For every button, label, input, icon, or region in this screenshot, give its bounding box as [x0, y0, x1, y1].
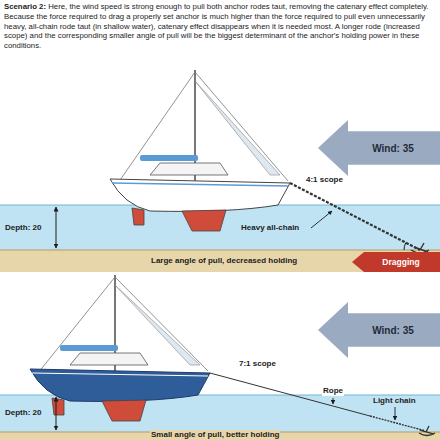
- leader-line: [395, 407, 396, 420]
- sail-cover: [140, 155, 198, 161]
- leader-line: [311, 211, 332, 228]
- title: Scenario 2:: [4, 2, 46, 11]
- rope-rode: [210, 373, 370, 416]
- wind-arrow: Wind: 35: [318, 302, 440, 358]
- arrow-body: [318, 120, 440, 176]
- rudder: [132, 208, 144, 225]
- depth-arrow: [56, 397, 57, 430]
- furled-jib: [195, 81, 280, 175]
- annotation-label: 7:1 scope: [238, 359, 277, 369]
- arrow-label: Wind: 35: [372, 143, 414, 154]
- seabed: [0, 250, 440, 272]
- cabin: [70, 353, 148, 365]
- annotation-label: Depth: 20: [4, 408, 42, 418]
- caption-paragraph: Scenario 2: Here, the wind speed is stro…: [4, 2, 436, 51]
- cabin: [150, 163, 228, 175]
- water: [0, 395, 440, 432]
- annotation-label: Light chain: [372, 396, 417, 406]
- anchor: [411, 243, 429, 253]
- annotation-label: Large angle of pull, decreased holding: [150, 256, 298, 266]
- leader-line: [333, 398, 334, 404]
- annotation-label: Heavy all-chain: [240, 223, 300, 233]
- arrow-label: Dragging: [382, 257, 419, 267]
- arrow-label-box: Wind: 35: [318, 302, 440, 358]
- annotation-label: Rope: [322, 386, 344, 396]
- wind-arrow: Wind: 35: [318, 120, 440, 176]
- hull: [110, 179, 290, 211]
- arrow-label: Wind: 35: [372, 325, 414, 336]
- all-chain-rode: [290, 183, 420, 250]
- anchor: [419, 426, 435, 436]
- arrow-body: [318, 302, 440, 358]
- annotation-label: Small angle of pull, better holding: [150, 430, 280, 440]
- angle-arc: [404, 243, 406, 250]
- dragging-arrow: Dragging: [352, 252, 440, 272]
- arrow-label-box: Wind: 35: [318, 120, 440, 176]
- sail-cover: [60, 345, 118, 351]
- annotation-label: 4:1 scope: [305, 175, 344, 185]
- sailboat: [110, 70, 290, 231]
- keel: [102, 400, 146, 421]
- annotation-label: Depth: 20: [4, 223, 42, 233]
- depth-arrow: [56, 207, 57, 248]
- keel: [182, 210, 226, 231]
- arrow-label-box: Dragging: [352, 252, 440, 272]
- seabed-line: [0, 250, 440, 251]
- rudder: [52, 398, 64, 415]
- hull-stripe: [112, 183, 288, 186]
- hull: [30, 369, 210, 401]
- light-chain: [370, 416, 424, 431]
- arrow-body: [352, 252, 440, 272]
- hull-stripe: [32, 373, 208, 376]
- sailboat: [30, 275, 210, 421]
- caption: Here, the wind speed is strong enough to…: [4, 2, 428, 50]
